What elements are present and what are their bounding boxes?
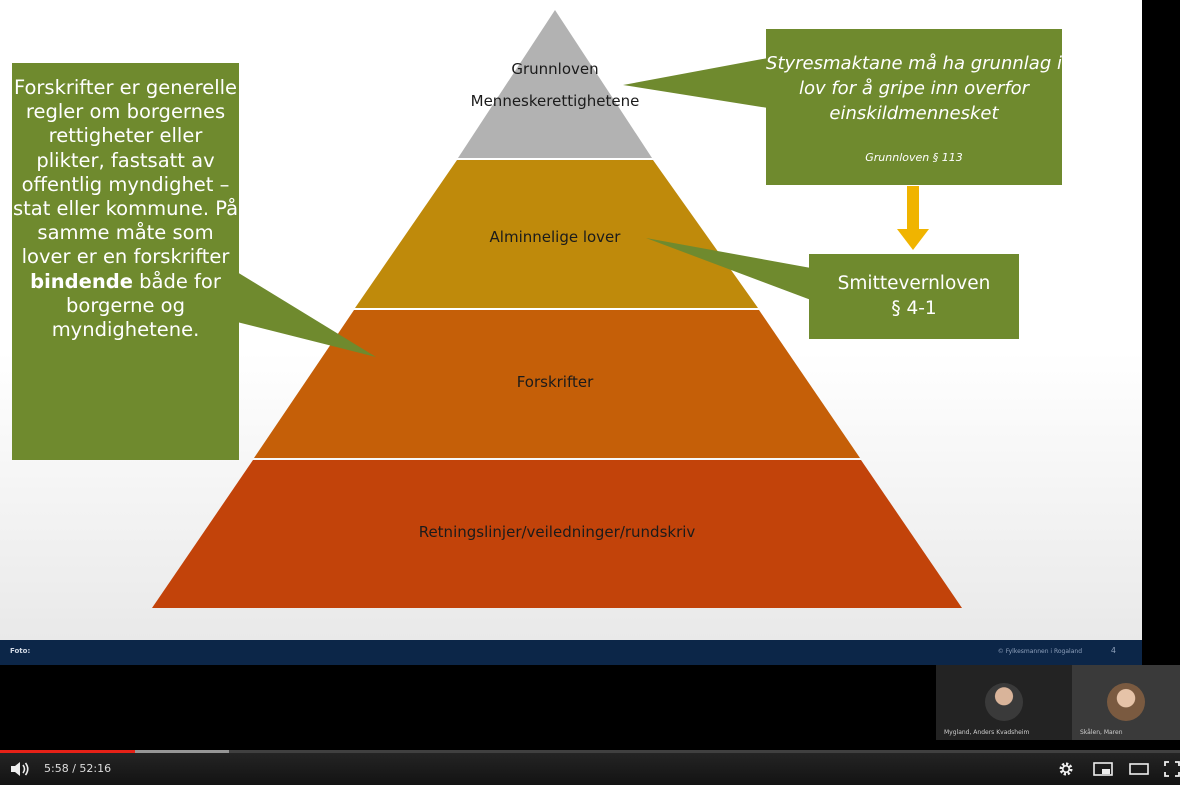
progress-played: [0, 750, 135, 753]
quote-text: Styresmaktane må ha grunnlag i lov for å…: [766, 53, 1062, 124]
fullscreen-icon[interactable]: [1164, 761, 1180, 777]
settings-gear-icon[interactable]: [1058, 761, 1074, 777]
player-controls: 5:58 / 52:16: [0, 753, 1180, 785]
progress-bar[interactable]: [0, 750, 1180, 753]
callout-pointer-top: [623, 58, 768, 108]
copyright-text: © Fylkesmannen i Rogaland: [997, 648, 1082, 655]
miniplayer-icon[interactable]: [1092, 761, 1114, 777]
video-letterbox: [1142, 0, 1180, 665]
smitte-line2: § 4-1: [891, 298, 937, 319]
participant-avatar: [1107, 683, 1145, 721]
participant-name: Skålen, Maren: [1080, 729, 1123, 736]
callout-pointer-left: [237, 272, 376, 357]
pyramid-tier-grunnloven: [458, 10, 652, 158]
participant-name: Mygland, Anders Kvadsheim: [944, 729, 1030, 736]
smittevernloven-callout: Smittevernloven § 4-1: [809, 254, 1019, 339]
pyramid-label-forskrifter: Forskrifter: [516, 373, 594, 391]
pyramid-tier-retningslinjer: [152, 460, 962, 608]
definition-text-end: både for borgerne og myndighetene.: [51, 269, 221, 342]
callout-pointer-smitte: [646, 238, 811, 300]
legal-hierarchy-pyramid: [152, 10, 962, 608]
pyramid-label-menneskerettighetene: Menneskerettighetene: [470, 92, 640, 110]
slide-footer: Foto: © Fylkesmannen i Rogaland 4: [0, 640, 1142, 665]
participant-video-2: Skålen, Maren: [1072, 665, 1180, 740]
definition-callout: Forskrifter er generelle regler om borge…: [12, 63, 239, 460]
grunnloven-quote-callout: Styresmaktane må ha grunnlag i lov for å…: [766, 29, 1062, 185]
theater-mode-icon[interactable]: [1128, 761, 1150, 777]
arrow-down-shaft: [907, 186, 919, 230]
arrow-down-head: [897, 229, 929, 250]
pyramid-label-retningslinjer: Retningslinjer/veiledninger/rundskriv: [418, 523, 696, 541]
foto-label: Foto:: [10, 647, 31, 655]
presentation-slide: Grunnloven Menneskerettighetene Alminnel…: [0, 0, 1142, 640]
participant-video-1: Mygland, Anders Kvadsheim: [936, 665, 1072, 740]
quote-reference: Grunnloven § 113: [865, 151, 963, 164]
pyramid-tier-forskrifter: [254, 310, 860, 458]
slide-number: 4: [1110, 646, 1116, 655]
pyramid-tier-alminnelige-lover: [355, 160, 758, 308]
time-display: 5:58 / 52:16: [44, 762, 112, 775]
pyramid-label-alminnelige-lover: Alminnelige lover: [489, 228, 621, 246]
pyramid-label-grunnloven: Grunnloven: [511, 60, 599, 78]
volume-icon[interactable]: [10, 761, 32, 777]
definition-bold-word: bindende: [30, 269, 133, 293]
smitte-line1: Smittevernloven: [837, 273, 991, 294]
definition-text: Forskrifter er generelle regler om borge…: [12, 76, 239, 269]
participant-avatar: [985, 683, 1023, 721]
